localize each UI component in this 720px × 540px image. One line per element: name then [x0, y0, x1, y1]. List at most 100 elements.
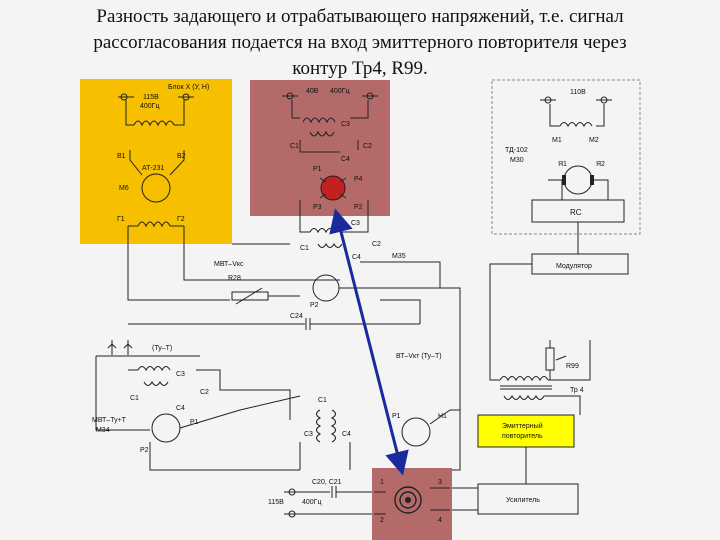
mvt-label: МВТ–Vкс — [214, 261, 244, 268]
coil-icon — [315, 409, 322, 443]
brush-icon — [590, 175, 594, 185]
signal-path-arrow — [329, 208, 409, 476]
motor-icon — [141, 173, 171, 203]
transformer-tp4: Тр 4 — [570, 387, 584, 394]
terminal-ya1: Я1 — [558, 161, 567, 168]
pin-1: 1 — [380, 479, 384, 486]
lower-left-section: (Ту–Т) С3 С1 С2 С4 МВТ–Ту+Т М34 Р1 Р2 — [92, 340, 301, 471]
red-block-bg — [250, 80, 390, 216]
terminal-icon — [286, 92, 294, 100]
lower-middle-section: С1 С3 С4 С20, С21 115В 400Гц — [268, 397, 374, 518]
pin-3: 3 — [438, 479, 442, 486]
right-block: 110В М1 М2 ТД-102 М30 Я1 Я2 RC Модулятор — [489, 79, 641, 381]
emitter-line-2: повторитель — [502, 433, 543, 440]
terminal-c3: С3 — [351, 220, 360, 227]
pin-4: 4 — [438, 517, 442, 524]
terminal-g2: Г2 — [177, 216, 185, 223]
terminal-h1: Н1 — [438, 413, 447, 420]
terminal-icon — [366, 92, 374, 100]
red-block-bottom: 1 2 3 4 — [372, 468, 452, 540]
terminal-icon — [120, 93, 128, 101]
coil-icon — [302, 117, 336, 124]
red-block-top: 40В 400Гц С3 С1 С2 С4 Р1 Р4 Р3 Р2 — [250, 80, 390, 216]
terminal-p1: Р1 — [392, 413, 401, 420]
coil-icon — [309, 227, 343, 234]
amplifier-label: Усилитель — [506, 497, 540, 504]
motor-model: АТ-231 — [142, 165, 165, 172]
resistor-icon — [231, 291, 269, 301]
terminal-p4: Р4 — [354, 176, 363, 183]
rc-label: RC — [570, 208, 582, 217]
resistor-r28: R28 — [228, 275, 241, 282]
supply-frequency: 400Гц — [330, 88, 349, 95]
terminal-p1: Р1 — [190, 419, 199, 426]
coil-icon — [499, 375, 549, 382]
coil-icon — [137, 221, 171, 228]
supply-voltage: 110В — [570, 89, 586, 96]
middle-section: С3 С1 С2 С4 МВТ–Vкс R28 Р2 М35 С24 — [127, 216, 461, 450]
toroid-middle-icon — [399, 491, 417, 509]
terminal-c3: С3 — [176, 371, 185, 378]
right-block-border — [491, 79, 641, 235]
slide-title: Разность задающего и отрабатывающего нап… — [20, 4, 700, 82]
coil-icon — [309, 130, 335, 137]
terminal-b2: В2 — [177, 153, 186, 160]
amplifier-block — [477, 483, 579, 515]
motor-model: ТД-102 — [505, 147, 528, 154]
brush-icon — [562, 175, 566, 185]
terminal-c4: С4 — [176, 405, 185, 412]
motor-icon — [151, 413, 181, 443]
mvt-label: МВТ–Ту+Т — [92, 417, 127, 424]
terminal-c1: С1 — [318, 397, 327, 404]
terminal-c3: С3 — [341, 121, 350, 128]
coil-icon — [330, 409, 337, 443]
terminal-m1: М1 — [552, 137, 562, 144]
m35-label: М35 — [392, 253, 406, 260]
red-transformer-bg — [372, 468, 452, 540]
terminal-c3: С3 — [304, 431, 313, 438]
vt-label: ВТ–Vкт (Ту–Т) — [396, 353, 442, 360]
modulator-label: Модулятор — [556, 263, 592, 270]
toroid-core-icon — [405, 497, 411, 503]
lower-right-section: ВТ–Vкт (Ту–Т) Р1 Н1 R99 Тр 4 Эмиттерный … — [392, 340, 591, 515]
terminal-icon — [544, 96, 552, 104]
terminal-c2: С2 — [200, 389, 209, 396]
yellow-block-header: Блок Х (У, Н) — [168, 84, 209, 91]
terminal-ya2: Я2 — [596, 161, 605, 168]
title-line-1: Разность задающего и отрабатывающего нап… — [96, 6, 624, 27]
supply-frequency: 400Гц — [302, 499, 321, 506]
emitter-follower-block — [477, 414, 575, 448]
supply-voltage: 115В — [143, 94, 159, 101]
coil-icon — [317, 242, 343, 249]
motor-icon — [312, 274, 340, 302]
emitter-line-1: Эмиттерный — [502, 422, 543, 430]
terminal-c1: С1 — [290, 143, 299, 150]
coil-icon — [137, 365, 171, 372]
supply-voltage: 115В — [268, 499, 284, 506]
pin-2: 2 — [380, 517, 384, 524]
capacitors-c20-c21: С20, С21 — [312, 479, 342, 486]
dc-motor-icon — [563, 165, 593, 195]
coil-icon — [133, 120, 175, 127]
terminal-p2: Р2 — [310, 302, 319, 309]
motor-id: М34 — [96, 427, 110, 434]
terminal-c1: С1 — [130, 395, 139, 402]
title-line-3: контур Тр4, R99. — [292, 58, 428, 79]
selsyn-rotor-icon — [320, 175, 346, 201]
terminal-b1: В1 — [117, 153, 126, 160]
title-line-2: рассогласования подается на вход эмиттер… — [93, 32, 627, 53]
terminal-c2: С2 — [363, 143, 372, 150]
terminal-p1: Р1 — [313, 166, 322, 173]
terminal-icon — [288, 488, 296, 496]
motor-icon — [401, 417, 431, 447]
yellow-block: Блок Х (У, Н) 115В 400Гц В1 В2 АТ-231 М6… — [80, 79, 232, 244]
terminal-c1: С1 — [300, 245, 309, 252]
resistor-r99: R99 — [566, 363, 579, 370]
coil-icon — [503, 394, 545, 401]
yellow-block-bg — [80, 79, 232, 244]
terminal-m2: М2 — [589, 137, 599, 144]
motor-id: М6 — [119, 185, 129, 192]
terminal-p2: Р2 — [140, 447, 149, 454]
